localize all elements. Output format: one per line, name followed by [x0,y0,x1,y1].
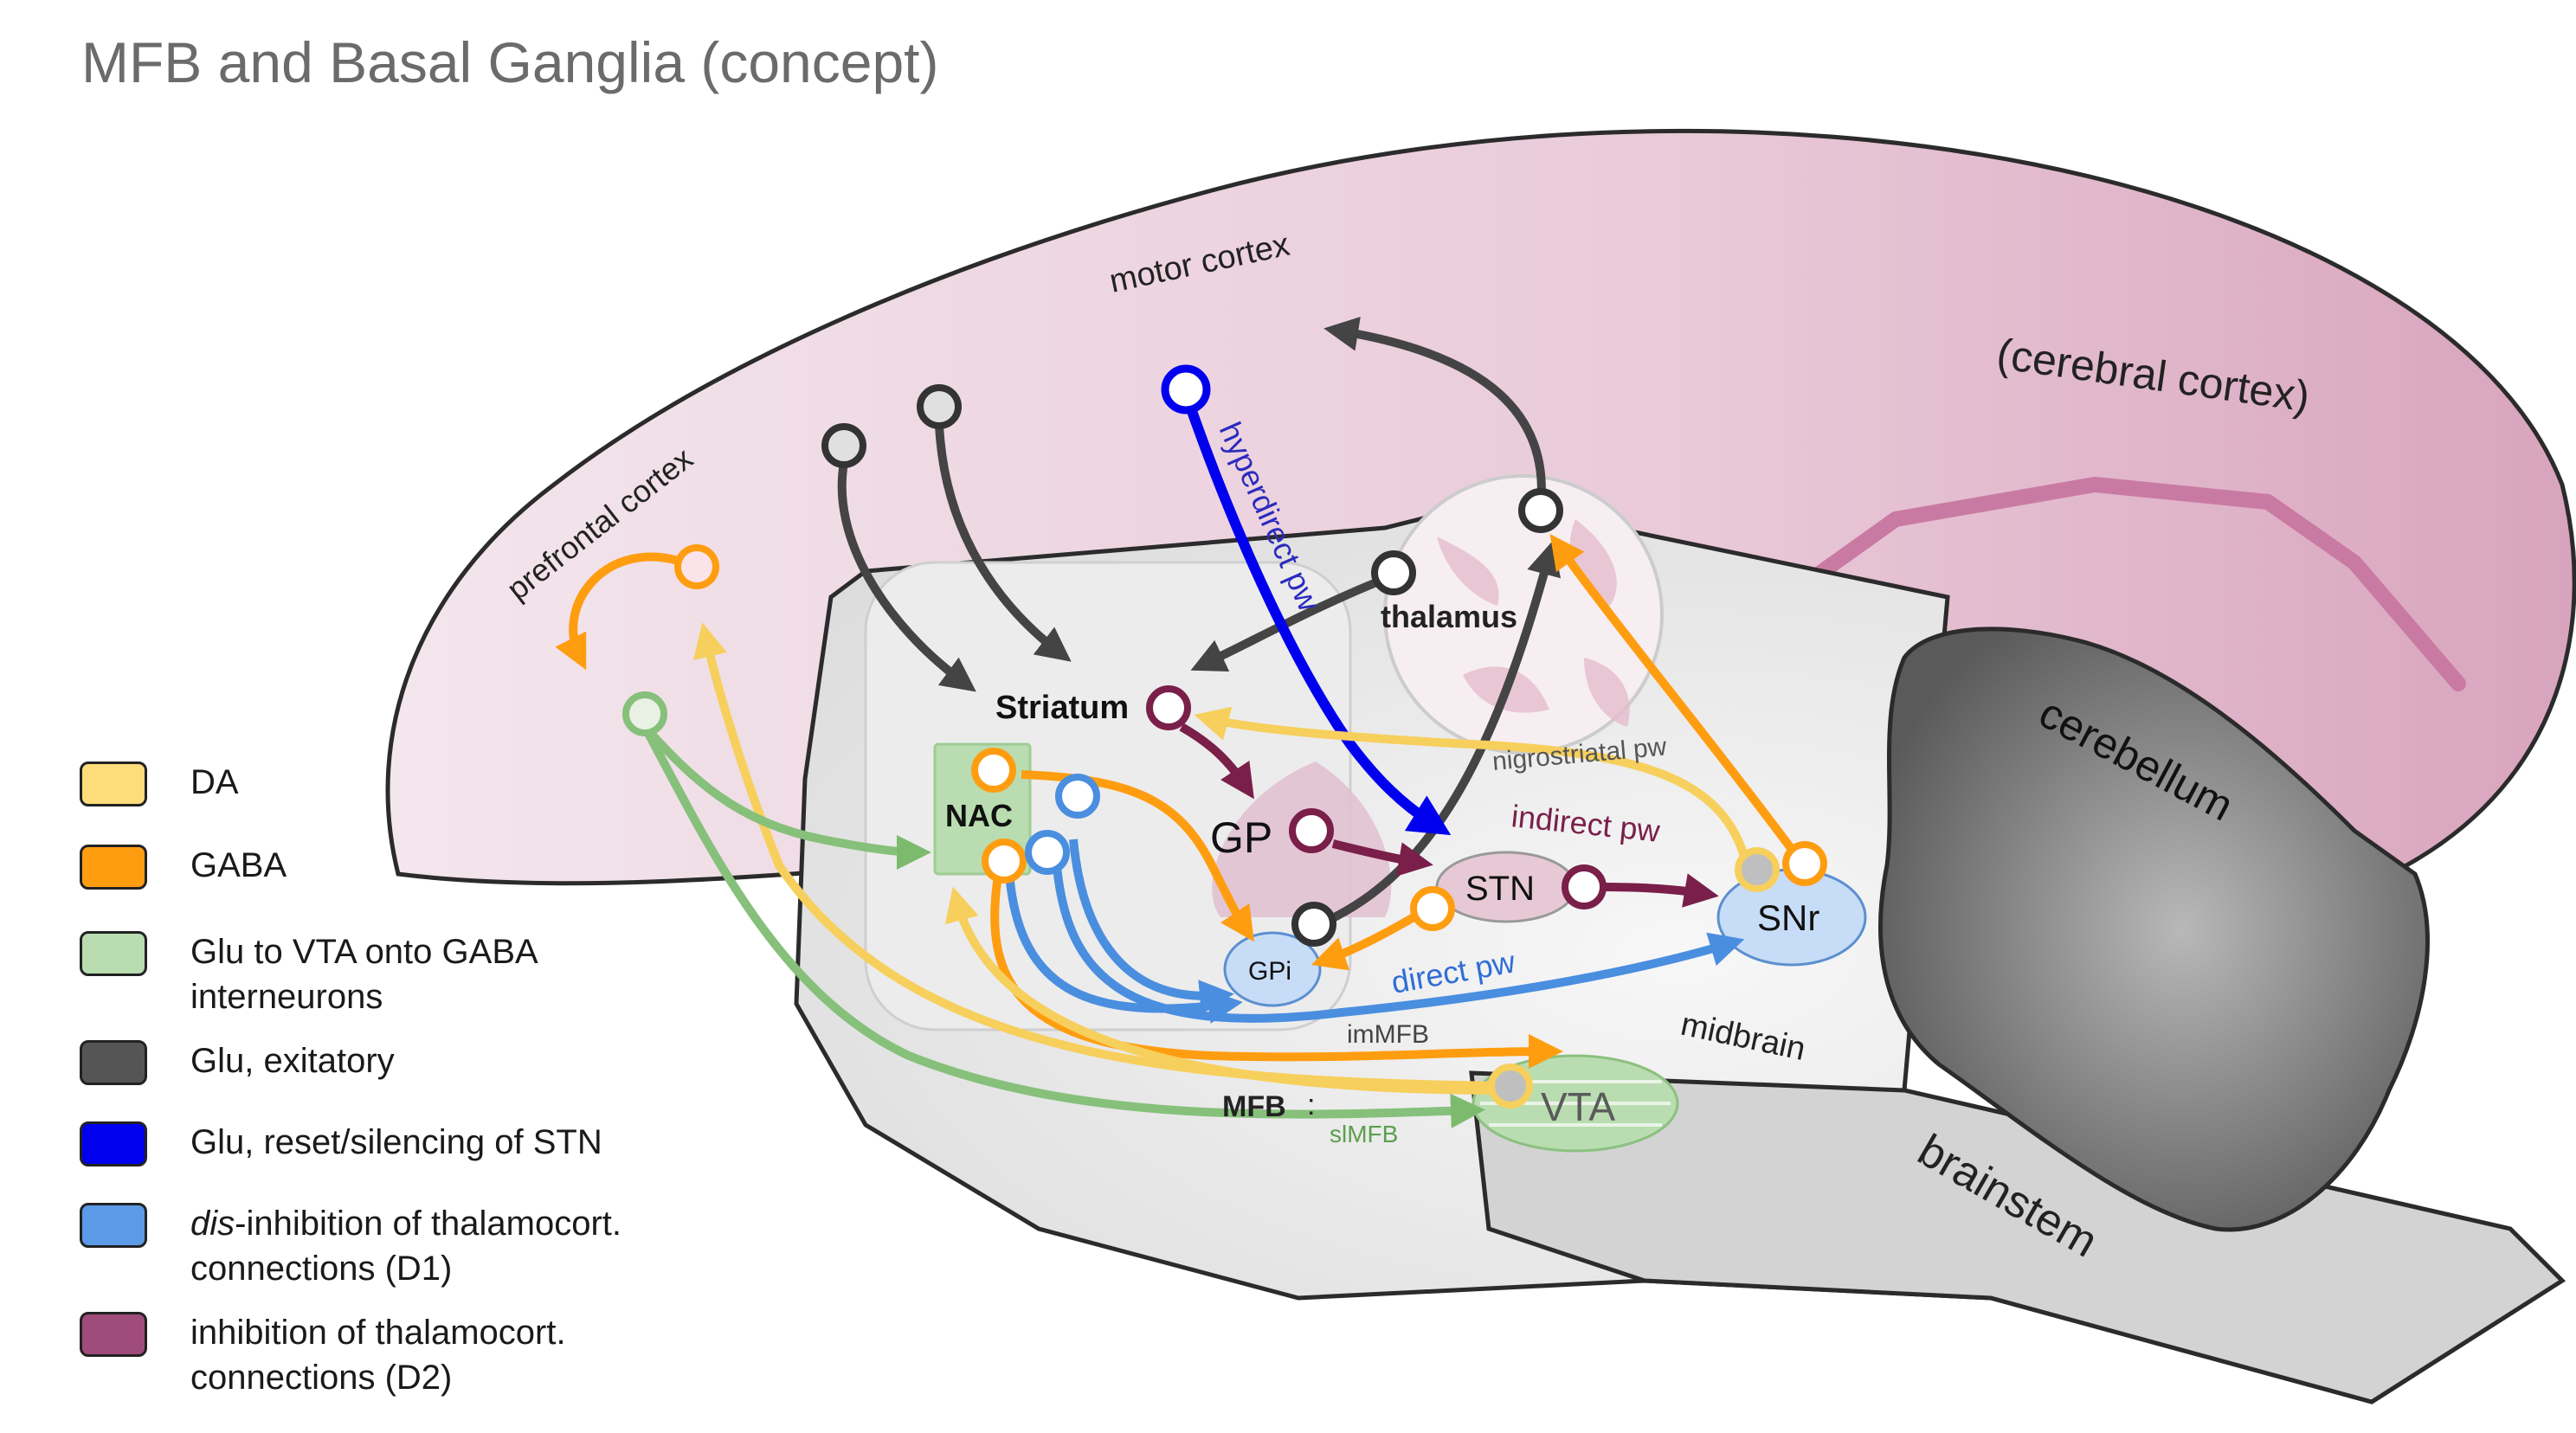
label-snr: SNr [1757,897,1819,938]
legend-label-gaba: GABA [190,846,287,884]
stn-snr-path [1600,873,1719,908]
label-vta: VTA [1541,1084,1615,1129]
legend-swatch-glu-vta [80,931,147,976]
label-gp: GP [1210,813,1272,862]
legend-label-d1: dis-inhibition of thalamocort. connectio… [190,1201,710,1291]
neuron-vta-da [1488,1064,1533,1108]
neuron-thalamus-2 [1518,488,1563,533]
legend-swatch-d1 [80,1203,147,1248]
label-nac: NAC [945,798,1013,833]
neuron-prefrontal-glu [622,691,667,736]
d1-nac-gpi-path [1069,839,1234,1015]
neuron-cortex-glu-2 [917,384,962,429]
label-stn: STN [1465,870,1535,908]
legend-label-d1-emphasis: dis [190,1205,235,1243]
neuron-nac-gaba-2 [982,839,1027,884]
neuron-snr-da [1735,847,1780,892]
legend-swatch-da [80,761,147,806]
label-striatum: Striatum [995,690,1129,726]
neuron-d1-1 [1055,774,1100,819]
glu-cortex-striatum-path-1 [837,462,976,692]
diagram-title: MFB and Basal Ganglia (concept) [81,30,939,94]
cortex-sulcus-line [1767,477,2466,691]
glu-thalamus-motor-path [1323,317,1546,507]
hyperdirect-path [1181,392,1452,836]
cerebellum-shape [1878,627,2430,1232]
neuron-stn [1562,864,1607,909]
label-slmfb: slMFB [1330,1121,1398,1147]
neuron-snr-gaba [1782,841,1827,886]
gaba-snr-thalamus-path [1549,534,1805,864]
da-vta-nac-path [944,886,1507,1095]
neuron-prefrontal-gaba [674,544,719,589]
neuron-d1-2 [1025,830,1070,875]
d1-striatum-gpi-path [1004,856,1243,1024]
neuron-thalamus-1 [1371,550,1416,595]
striatum-gp-path [1179,723,1254,800]
neuron-hyperdirect [1161,364,1211,414]
legend-label-glu-reset: Glu, reset/silencing of STN [190,1123,602,1161]
legend-swatch-gaba [80,845,147,890]
legend-swatch-glu-reset [80,1121,147,1166]
legend-label-glu-excitatory: Glu, exitatory [190,1042,395,1080]
direct-pw-path [1052,856,1745,1023]
label-immfb: imMFB [1347,1020,1429,1049]
label-gpi: GPi [1248,957,1291,986]
legend-label-da: DA [190,763,239,801]
gaba-nac-vta-path [990,864,1563,1070]
glu-cortex-striatum-path-2 [935,423,1072,662]
glu-thalamus-striatum-path [1190,571,1395,672]
neuron-striatum [1146,685,1191,730]
legend-label-glu-vta: Glu to VTA onto GABA interneurons [190,933,537,1016]
neuron-stn-gaba [1410,886,1455,931]
neuron-gpi-glu [1291,902,1336,947]
legend-swatch-glu-excitatory [80,1040,147,1085]
glu-prefrontal-nac-path [641,723,931,870]
label-mfb: MFB [1222,1090,1286,1123]
legend-swatch-d2 [80,1312,147,1357]
neuron-cortex-glu-1 [821,423,866,468]
neuron-nac-gaba-1 [971,748,1016,793]
mfb-separator: : [1307,1089,1315,1121]
da-nigrostriatal-path [1194,706,1753,875]
neuron-gp [1289,808,1334,853]
gp-stn-path [1331,839,1433,877]
legend-label-d1-text: -inhibition of thalamocort. connections … [190,1205,622,1288]
gaba-prefrontal-loop [555,552,686,671]
glu-prefrontal-vta-path [641,724,1485,1128]
label-thalamus: thalamus [1381,599,1517,634]
legend-label-d2: inhibition of thalamocort. connections (… [190,1314,566,1397]
